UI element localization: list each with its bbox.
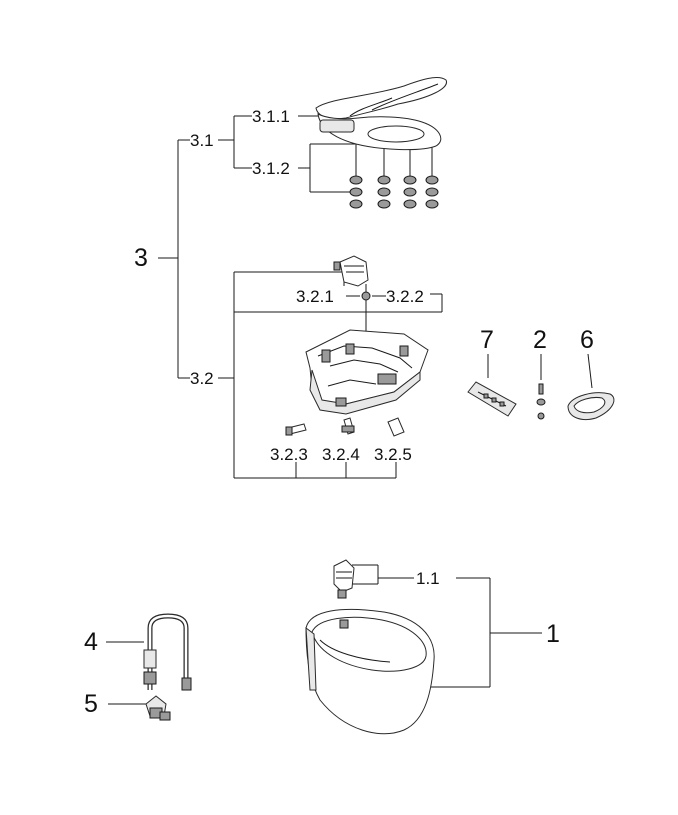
- mounting-frame-part: [305, 329, 429, 415]
- toilet-bracket-part: [333, 559, 355, 599]
- label-3-2-3: 3.2.3: [270, 445, 308, 464]
- label-3-2: 3.2: [190, 369, 214, 388]
- connection-hose-part: [143, 613, 192, 691]
- callout-labels: 3 3.1 3.1.1 3.1.2 3.2 3.2.1 3.2.2 3.2.3 …: [84, 107, 594, 718]
- filter-cap-part: [567, 392, 615, 420]
- label-3: 3: [134, 244, 148, 272]
- label-2: 2: [533, 326, 547, 354]
- label-3-1: 3.1: [190, 131, 214, 150]
- label-6: 6: [580, 326, 594, 354]
- shower-seat-part: [315, 77, 447, 151]
- label-3-2-2: 3.2.2: [386, 287, 424, 306]
- angle-valve-part: [145, 695, 171, 721]
- label-3-2-5: 3.2.5: [374, 445, 412, 464]
- label-1-1: 1.1: [416, 569, 440, 588]
- screw-part: [536, 383, 546, 420]
- label-3-1-1: 3.1.1: [252, 107, 290, 126]
- label-1: 1: [546, 620, 560, 648]
- toilet-bowl-part: [305, 608, 435, 735]
- control-panel-part: [467, 381, 517, 417]
- label-3-2-4: 3.2.4: [322, 445, 360, 464]
- label-5: 5: [84, 690, 98, 718]
- label-4: 4: [84, 628, 98, 656]
- label-3-1-2: 3.1.2: [252, 159, 290, 178]
- fixing-studs-part: [285, 417, 405, 437]
- leader-lines: [106, 115, 593, 705]
- hinge-bracket-part: [333, 255, 371, 336]
- buffer-set-part: [349, 175, 439, 209]
- label-7: 7: [480, 326, 494, 354]
- label-3-2-1: 3.2.1: [296, 287, 334, 306]
